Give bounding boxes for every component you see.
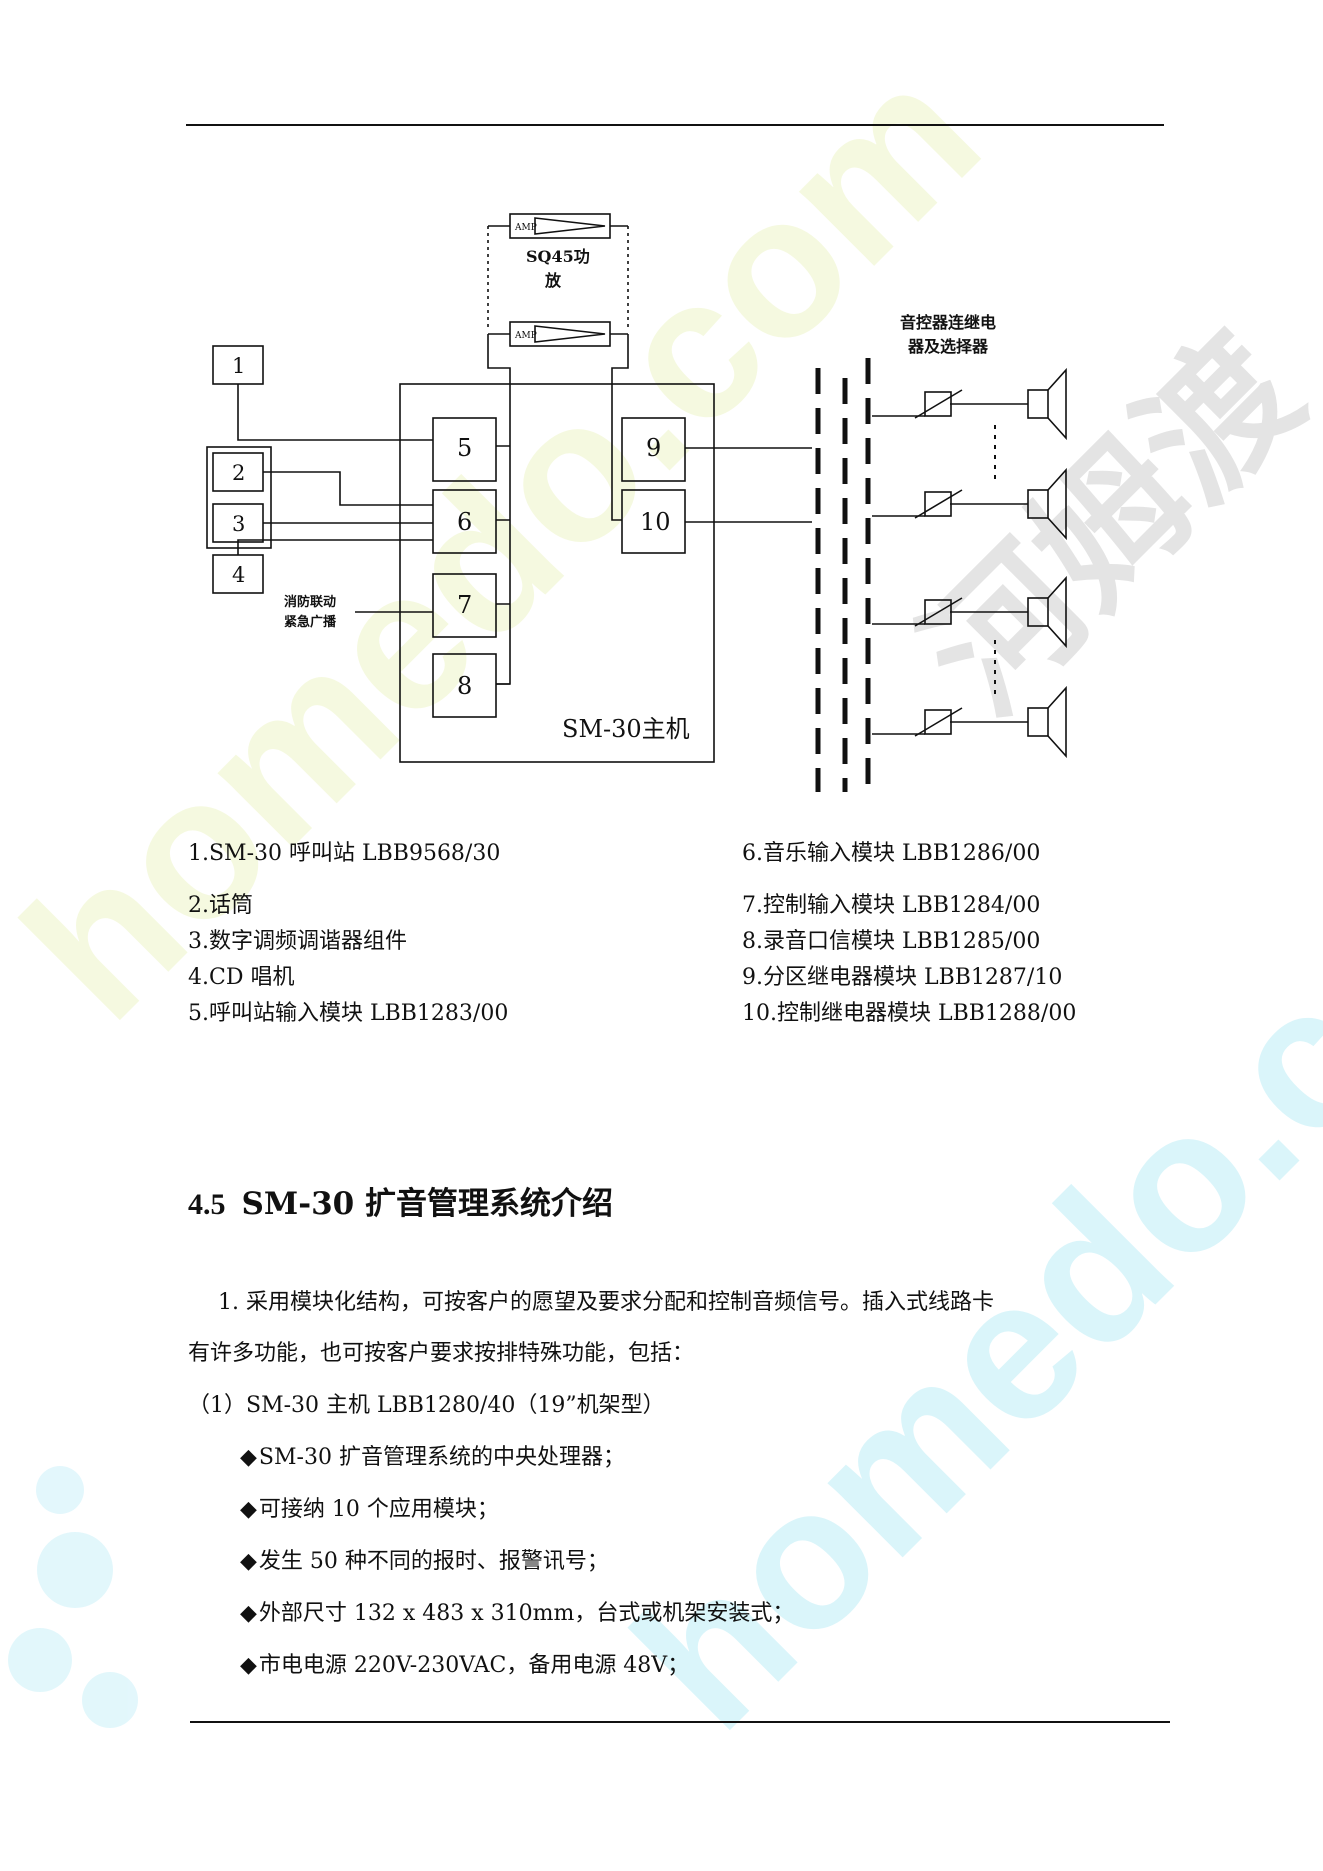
body-paragraph-2: 有许多功能，也可按客户要求按排特殊功能，包括： xyxy=(188,1341,695,1366)
section-number: 4.5 xyxy=(188,1188,226,1221)
speaker-channel-3 xyxy=(872,575,1067,649)
source-group-frame xyxy=(206,446,272,549)
diamond-bullet-icon: ◆ xyxy=(240,1497,257,1522)
diamond-bullet-icon: ◆ xyxy=(240,1549,257,1574)
section-title-text: SM-30 扩音管理系统介绍 xyxy=(241,1186,614,1222)
legend-item-1: 1.SM-30 呼叫站 LBB9568/30 xyxy=(188,841,501,866)
module-box-7 xyxy=(432,573,497,638)
speaker-channel-1 xyxy=(872,367,1067,441)
module-box-5 xyxy=(432,417,497,482)
bullet-text-5: 市电电源 220V-230VAC，备用电源 48V； xyxy=(258,1653,690,1678)
module-number-8: 8 xyxy=(457,672,472,700)
section-heading: 4.5 SM-30 扩音管理系统介绍 xyxy=(188,1178,613,1223)
module-number-6: 6 xyxy=(457,508,472,536)
flower-logo xyxy=(8,1466,138,1728)
module-box-9 xyxy=(621,417,686,482)
header-rule xyxy=(186,124,1164,126)
amp-label-bottom: AMP xyxy=(514,331,537,341)
bullet-item-4: ◆外部尺寸 132 x 483 x 310mm，台式或机架安装式； xyxy=(240,1595,794,1633)
speaker-channel-2 xyxy=(872,467,1067,541)
legend-right: 6.音乐输入模块 LBB1286/00 7.控制输入模块 LBB1284/00 … xyxy=(742,836,1076,1032)
diamond-bullet-icon: ◆ xyxy=(240,1445,257,1470)
source-number-1: 1 xyxy=(232,354,245,378)
legend-item-10: 10.控制继电器模块 LBB1288/00 xyxy=(742,1001,1077,1026)
module-number-5: 5 xyxy=(457,434,472,462)
legend-item-7: 7.控制输入模块 LBB1284/00 xyxy=(742,893,1041,918)
legend-item-6: 6.音乐输入模块 LBB1286/00 xyxy=(742,841,1041,866)
legend-left: 1.SM-30 呼叫站 LBB9568/30 2.话筒 3.数字调频调谐器组件 … xyxy=(188,836,508,1032)
bullet-text-1: SM-30 扩音管理系统的中央处理器； xyxy=(258,1445,625,1470)
source-number-3: 3 xyxy=(232,512,245,536)
source-number-2: 2 xyxy=(232,461,245,485)
source-number-4: 4 xyxy=(232,563,245,587)
diamond-bullet-icon: ◆ xyxy=(240,1601,257,1626)
module-number-7: 7 xyxy=(457,591,472,619)
module-box-8 xyxy=(432,653,497,718)
fire-caption-2: 紧急广播 xyxy=(284,614,337,630)
amp-box-top xyxy=(509,213,611,239)
module-number-9: 9 xyxy=(646,434,661,462)
relay-caption-1: 音控器连继电 xyxy=(900,313,996,332)
legend-item-2: 2.话筒 xyxy=(188,893,253,918)
amp-label-top: AMP xyxy=(514,223,537,233)
module-number-10: 10 xyxy=(640,508,671,536)
fire-caption-1: 消防联动 xyxy=(284,594,336,610)
amplifier-caption-2: 放 xyxy=(544,271,562,290)
body-paragraph-3: （1）SM-30 主机 LBB1280/40（19”机架型） xyxy=(188,1393,665,1418)
bullet-text-4: 外部尺寸 132 x 483 x 310mm，台式或机架安装式； xyxy=(258,1601,795,1626)
relay-caption-2: 器及选择器 xyxy=(907,337,989,356)
module-box-6 xyxy=(432,489,497,554)
host-label: SM-30主机 xyxy=(562,715,690,743)
bullet-item-3: ◆发生 50 种不同的报时、报警讯号； xyxy=(240,1543,609,1581)
diamond-bullet-icon: ◆ xyxy=(240,1653,257,1678)
block-diagram: AMP AMP SQ45功 放 音控器连继电 器及选择器 消防联动 紧急广播 1… xyxy=(206,213,1067,792)
speaker-channel-4 xyxy=(872,685,1067,759)
bullet-item-1: ◆SM-30 扩音管理系统的中央处理器； xyxy=(240,1439,625,1477)
legend-item-8: 8.录音口信模块 LBB1285/00 xyxy=(742,929,1041,954)
bullet-item-2: ◆可接纳 10 个应用模块； xyxy=(240,1491,499,1529)
bullet-item-5: ◆市电电源 220V-230VAC，备用电源 48V； xyxy=(240,1647,689,1685)
legend-item-3: 3.数字调频调谐器组件 xyxy=(188,929,407,954)
host-frame xyxy=(399,383,715,763)
footer-rule xyxy=(190,1721,1170,1723)
amplifier-caption-1: SQ45功 xyxy=(526,247,590,266)
legend-item-5: 5.呼叫站输入模块 LBB1283/00 xyxy=(188,1001,509,1026)
legend-item-4: 4.CD 唱机 xyxy=(188,965,295,990)
bullet-text-3: 发生 50 种不同的报时、报警讯号； xyxy=(258,1549,609,1574)
bullet-text-2: 可接纳 10 个应用模块； xyxy=(258,1497,499,1522)
amplifier-bracket xyxy=(487,226,629,330)
legend-item-9: 9.分区继电器模块 LBB1287/10 xyxy=(742,965,1063,990)
body-paragraph-1: 1. 采用模块化结构，可按客户的愿望及要求分配和控制音频信号。插入式线路卡 xyxy=(218,1290,994,1315)
